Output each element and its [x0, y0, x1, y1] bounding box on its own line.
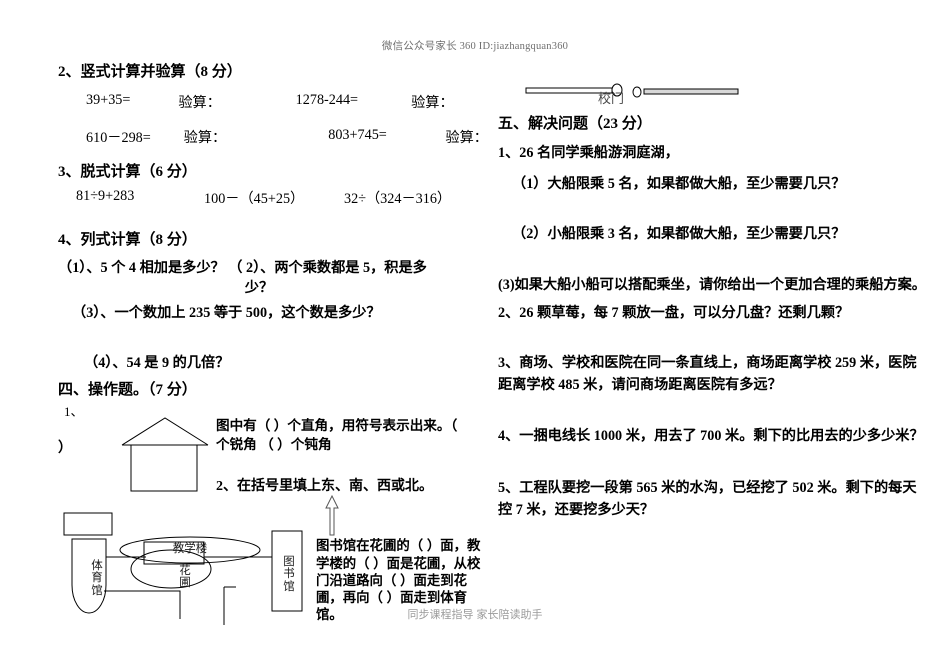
section-4-op-heading: 四、操作题。（7 分） [58, 382, 197, 399]
vertical-calc-row-2: 610－298= 验算： 803+745= 验算： [58, 127, 488, 147]
problem-2-stem: 2、26 颗草莓，每 7 颗放一盘，可以分几盘？还剩几颗？ [498, 304, 850, 321]
op-item-number: 1、 [64, 404, 84, 420]
op-stray-paren: ） [58, 441, 72, 457]
check-label-3: 验算： [183, 130, 227, 147]
angle-exercise-block: 1、 ） 图中有（ ）个直角，用符号表示出来。（ 个锐角 （ ）个钝角 2、在括… [58, 401, 488, 505]
map-direction-fill-text: 图书馆在花圃的（ ）面，教学楼的（ ）面是花圃，从校门沿道路向（ ）面走到花圃，… [316, 538, 481, 622]
house-shape-icon [121, 417, 209, 492]
right-column: 校门 五、解决问题（23 分） 1、26 名同学乘船游洞庭湖， （1）大船限乘 … [498, 62, 928, 521]
problem-1-sub-2: （2）小船限乘 3 名，如果都做大船，至少需要几只？ [512, 226, 846, 243]
expr-803-plus-745: 803+745= [328, 127, 387, 144]
lieshi-question-2-cont: 少？ [244, 279, 274, 296]
lieshi-question-1-2: （1）、5 个 4 相加是多少？ （ 2）、两个乘数都是 5，积是多 [58, 259, 427, 276]
angle-question-text: 图中有（ ）个直角，用符号表示出来。（ 个锐角 （ ）个钝角 [216, 417, 457, 453]
lieshi-question-3: （3）、一个数加上 235 等于 500，这个数是多少？ [72, 304, 381, 321]
check-label-4: 验算： [445, 130, 488, 147]
map-label-flower-garden: 花 圃 [179, 565, 191, 590]
tuoshi-item-2: 100－（45+25） [204, 190, 305, 207]
campus-map-diagram [63, 512, 303, 626]
section-5-heading: 五、解决问题（23 分） [498, 116, 652, 132]
angle-question-line-1: 图中有（ ）个直角，用符号表示出来。（ [216, 418, 458, 434]
problem-1-stem: 1、26 名同学乘船游洞庭湖， [498, 145, 679, 162]
problem-1-sub-1: （1）大船限乘 5 名，如果都做大船，至少需要几只？ [512, 175, 846, 192]
bottom-watermark: 同步课程指导 家长陪读助手 [407, 609, 543, 621]
expr-610-minus-298: 610－298= [86, 130, 151, 147]
map-label-teaching-building: 教学楼 [172, 543, 208, 556]
problem-5-stem: 5、工程队要挖一段第 565 米的水沟，已经挖了 502 米。剩下的每天控 7 … [498, 479, 917, 518]
angle-question-line-2: 个锐角 （ ）个钝角 [216, 436, 332, 452]
section-2-heading: 2、竖式计算并验算（8 分） [58, 64, 242, 80]
check-label-2: 验算： [411, 95, 454, 112]
check-label-1: 验算： [178, 95, 221, 112]
school-gate-diagram-wrap: 校门 [498, 62, 928, 114]
expr-39-plus-35: 39+35= [86, 92, 131, 109]
expr-1278-minus-244: 1278-244= [295, 92, 359, 109]
problem-1-sub-3: (3)如果大船小船可以搭配乘坐，请你给出一个更加合理的乘船方案。 [498, 277, 926, 294]
north-arrow-icon [325, 495, 339, 536]
map-label-gym: 体 育 馆 [91, 560, 103, 597]
tuoshi-row: 81÷9+283 100－（45+25） 32÷（324－316） [58, 188, 488, 208]
direction-question-heading: 2、在括号里填上东、南、西或北。 [216, 479, 433, 495]
tuoshi-item-1: 81÷9+283 [76, 187, 135, 204]
left-column: 2、竖式计算并验算（8 分） 39+35= 验算： 1278-244= 验算： … [58, 62, 488, 659]
vertical-calc-row-1: 39+35= 验算： 1278-244= 验算： [58, 92, 488, 112]
school-gate-diagram [525, 83, 739, 98]
problem-3-stem: 3、商场、学校和医院在同一条直线上，商场距离学校 259 米，医院距离学校 48… [498, 355, 917, 393]
map-label-library: 图 书 馆 [283, 556, 295, 593]
section-3-heading: 3、脱式计算（6 分） [58, 164, 197, 181]
gate-label: 校门 [598, 91, 625, 106]
lieshi-question-4: （4）、54 是 9 的几倍？ [84, 355, 230, 372]
tuoshi-item-3: 32÷（324－316） [344, 190, 452, 207]
top-watermark: 微信公众号家长 360 ID:jiazhangquan360 [381, 41, 569, 52]
campus-map: 教学楼 花 圃 体 育 馆 图 书 馆 图书馆在花圃的（ ）面，教学楼的（ ）面… [58, 495, 488, 659]
problem-4-stem: 4、一捆电线长 1000 米，用去了 700 米。剩下的比用去的少多少米？ [498, 428, 924, 445]
section-4-heading: 4、列式计算（8 分） [58, 231, 197, 248]
